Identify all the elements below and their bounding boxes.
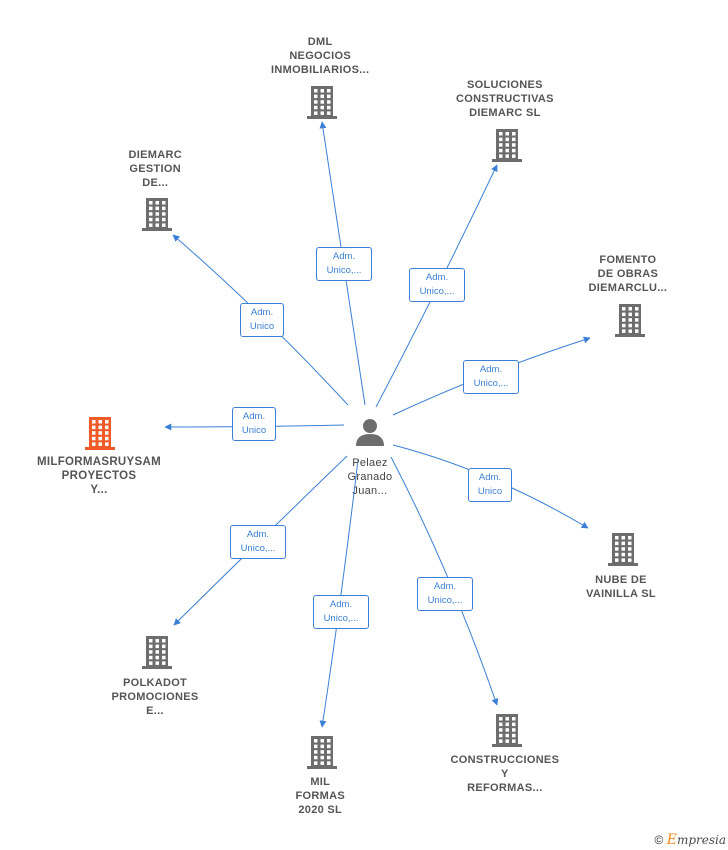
node-label-line: POLKADOT — [122, 677, 188, 689]
edge-label-line: Adm. — [478, 472, 502, 483]
person-label-line: Juan... — [352, 485, 388, 497]
edge-label-line: Adm. — [332, 251, 356, 262]
building-icon-polkadot[interactable] — [142, 636, 172, 669]
edge-label-line: Adm. — [329, 599, 353, 610]
edge-construcciones — [390, 456, 499, 706]
footer-brand: © Empresia — [655, 832, 726, 848]
edge-label-line: Unico — [477, 486, 503, 497]
edge-label-line: Adm. — [433, 581, 457, 592]
node-label-line: VAINILLA SL — [586, 588, 656, 600]
building-icon-nube[interactable] — [608, 533, 638, 566]
person-icon[interactable] — [356, 419, 384, 446]
person-label-line: Granado — [347, 471, 393, 483]
node-label-fomento[interactable]: FOMENTO DE OBRAS DIEMARCLU... — [589, 253, 668, 295]
edge-label-construcciones[interactable]: Adm. Unico,... — [417, 577, 473, 611]
edge-label-milformas2020[interactable]: Adm. Unico,... — [313, 595, 369, 629]
edge-milformas2020 — [319, 459, 359, 728]
edge-label-line: Unico,... — [326, 265, 362, 276]
brand-name: mpresia — [676, 833, 726, 847]
building-icon-diemarc[interactable] — [142, 198, 172, 231]
node-label-line: 2020 SL — [298, 804, 343, 816]
node-label-nube[interactable]: NUBE DE VAINILLA SL — [586, 573, 656, 601]
node-label-line: CONSTRUCTIVAS — [456, 93, 554, 105]
brand-initial: E — [666, 832, 677, 848]
edge-label-line: Unico,... — [323, 613, 359, 624]
edge-label-line: Adm. — [479, 364, 503, 375]
edge-label-line: Adm. — [250, 307, 274, 318]
edge-label-line: Unico — [241, 425, 267, 436]
node-label-polkadot[interactable]: POLKADOT PROMOCIONES E... — [112, 676, 199, 718]
edge-label-line: Adm. — [246, 529, 270, 540]
node-label-dml[interactable]: DML NEGOCIOS INMOBILIARIOS... — [271, 35, 369, 77]
building-icon-milformas2020[interactable] — [307, 736, 337, 769]
node-label-soluciones[interactable]: SOLUCIONES CONSTRUCTIVAS DIEMARC SL — [456, 78, 554, 120]
node-label-line: SOLUCIONES — [467, 79, 543, 91]
edge-label-line: Unico,... — [419, 286, 455, 297]
edge-label-nube[interactable]: Adm. Unico — [468, 468, 512, 502]
node-label-milformasruysam[interactable]: MILFORMASRUYSAM PROYECTOS Y... — [37, 455, 161, 497]
edge-label-fomento[interactable]: Adm. Unico,... — [463, 360, 519, 394]
node-label-line: DIEMARCLU... — [588, 282, 668, 294]
node-label-line: FOMENTO — [599, 254, 657, 266]
edge-label-polkadot[interactable]: Adm. Unico,... — [230, 525, 286, 559]
edge-label-diemarc[interactable]: Adm. Unico — [240, 303, 284, 337]
node-label-line: Y... — [90, 484, 108, 496]
node-label-line: DE... — [142, 177, 169, 189]
building-icon-fomento[interactable] — [615, 304, 645, 337]
edge-label-soluciones[interactable]: Adm. Unico,... — [409, 268, 465, 302]
edge-label-milformasruysam[interactable]: Adm. Unico — [232, 407, 276, 441]
copyright-symbol: © — [654, 833, 664, 847]
node-label-line: DIEMARC SL — [469, 107, 541, 119]
edge-label-line: Unico — [249, 321, 275, 332]
node-label-line: PROYECTOS — [61, 470, 137, 482]
node-label-line: NEGOCIOS — [289, 50, 351, 62]
node-label-line: FORMAS — [295, 790, 345, 802]
node-label-line: MIL — [310, 776, 331, 788]
node-label-line: PROMOCIONES — [111, 691, 199, 703]
building-icon-construcciones[interactable] — [492, 714, 522, 747]
building-icon-dml[interactable] — [307, 86, 337, 119]
edge-label-line: Unico,... — [240, 543, 276, 554]
building-icon-milformasruysam[interactable] — [85, 417, 115, 450]
edge-label-line: Adm. — [425, 272, 449, 283]
node-label-line: CONSTRUCCIONES — [450, 754, 560, 766]
node-label-diemarc[interactable]: DIEMARC GESTION DE... — [129, 148, 182, 190]
edge-label-line: Adm. — [242, 411, 266, 422]
node-label-line: MILFORMASRUYSAM — [37, 456, 161, 468]
node-label-line: GESTION — [129, 163, 182, 175]
edge-label-line: Unico,... — [427, 595, 463, 606]
person-label-line: Pelaez — [352, 457, 388, 469]
node-label-line: Y — [501, 768, 509, 780]
building-icon-soluciones[interactable] — [492, 129, 522, 162]
node-label-line: DIEMARC — [128, 149, 182, 161]
edge-label-line: Unico,... — [473, 378, 509, 389]
node-label-line: DML — [307, 36, 333, 48]
node-label-line: E... — [146, 705, 164, 717]
node-label-line: DE OBRAS — [597, 268, 659, 280]
node-label-line: REFORMAS... — [467, 782, 543, 794]
node-label-line: INMOBILIARIOS... — [271, 64, 370, 76]
node-label-milformas2020[interactable]: MIL FORMAS 2020 SL — [296, 775, 345, 817]
node-label-construcciones[interactable]: CONSTRUCCIONES Y REFORMAS... — [451, 753, 560, 795]
node-label-line: NUBE DE — [595, 574, 647, 586]
edge-label-dml[interactable]: Adm. Unico,... — [316, 247, 372, 281]
